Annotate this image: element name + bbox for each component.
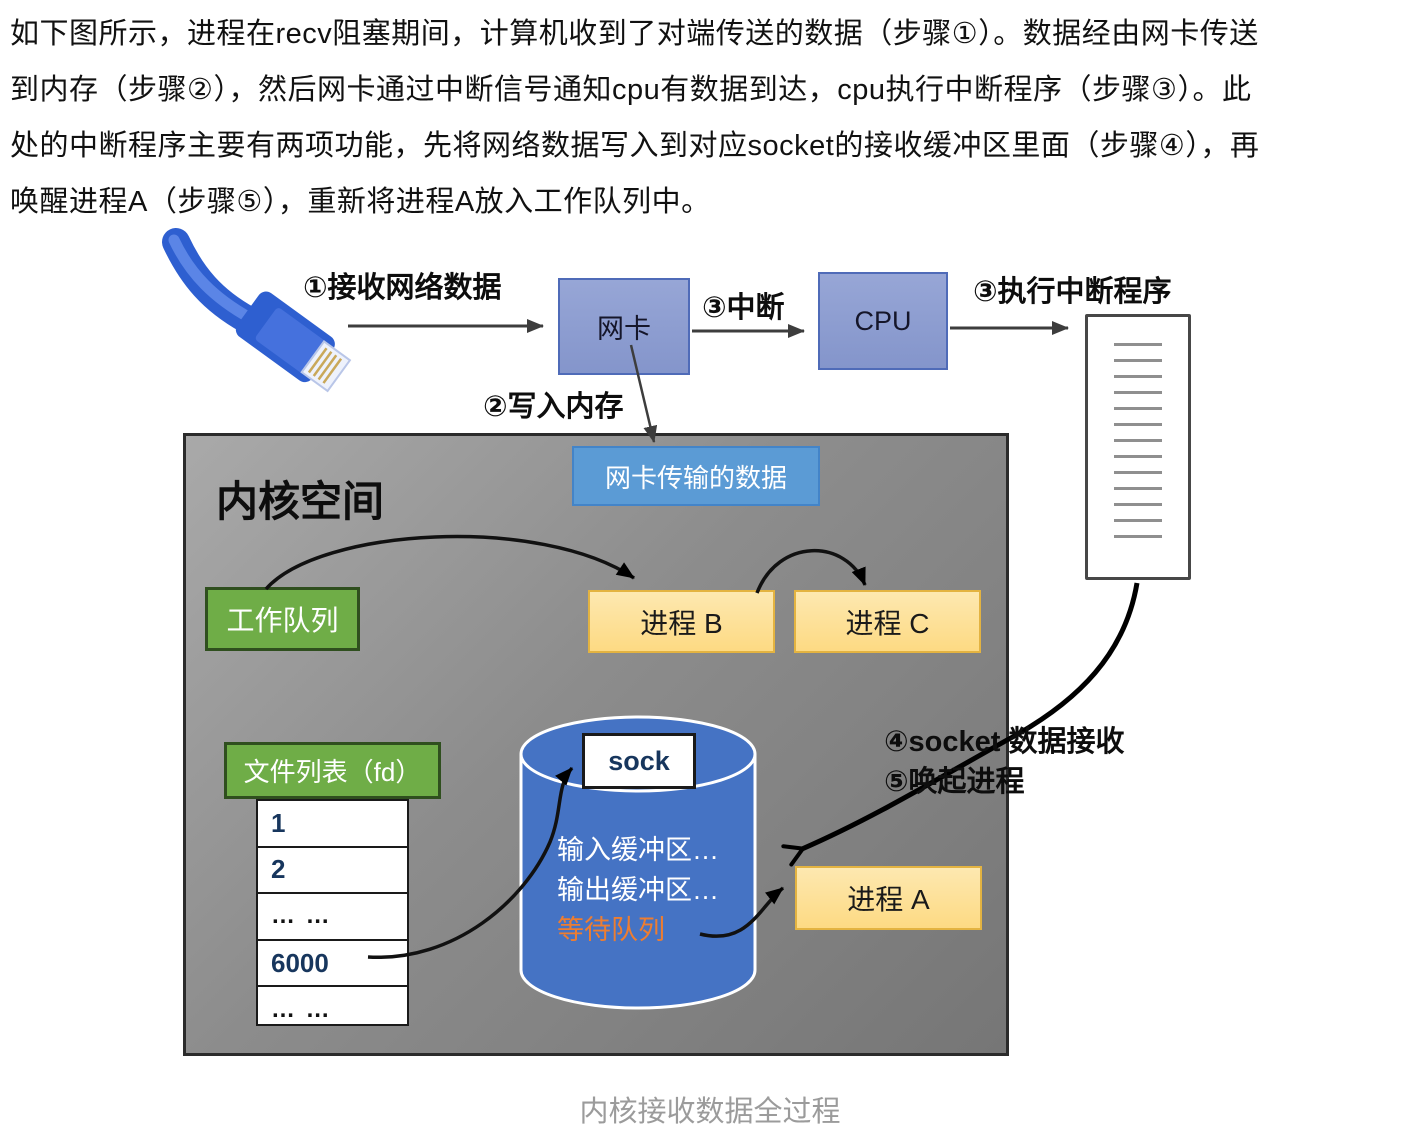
fd-row-6000: 6000 — [258, 938, 407, 986]
intro-paragraph: 如下图所示，进程在recv阻塞期间，计算机收到了对端传送的数据（步骤①）。数据经… — [10, 6, 1414, 230]
fd-row-1: 1 — [271, 807, 286, 838]
kernel-space-title: 内核空间 — [216, 478, 385, 525]
input-buffer-label: 输入缓冲区… — [557, 835, 719, 865]
fd-row-2: 2 — [258, 845, 407, 893]
nic-data-label: 网卡传输的数据 — [604, 462, 787, 493]
sock-box: sock — [582, 733, 696, 789]
cpu-box: CPU — [818, 272, 948, 370]
cpu-label: CPU — [854, 305, 912, 336]
step5-label: ⑤唤起进程 — [884, 766, 1025, 798]
process-a-box: 进程 A — [795, 866, 982, 930]
process-b-box: 进程 B — [588, 590, 775, 653]
fd-row-dots: … … — [258, 892, 407, 939]
figure-caption: 内核接收数据全过程 — [579, 1096, 841, 1128]
nic-label: 网卡 — [597, 314, 651, 344]
process-c-box: 进程 C — [794, 590, 981, 653]
intro-line-4: 唤醒进程A（步骤⑤），重新将进程A放入工作队列中。 — [10, 186, 711, 218]
step3-interrupt-label: ③中断 — [702, 292, 785, 324]
fd-list-title-box: 文件列表（fd） — [224, 742, 441, 799]
step4-label: ④socket 数据接收 — [884, 726, 1125, 758]
rj45-clear-tip — [300, 340, 352, 393]
code-lines-icon — [1114, 343, 1162, 545]
nic-data-box: 网卡传输的数据 — [572, 446, 820, 506]
nic-box: 网卡 — [558, 278, 690, 375]
ethernet-cable-image — [162, 228, 352, 393]
step1-label: ①接收网络数据 — [303, 272, 502, 304]
interrupt-program-box — [1085, 314, 1191, 580]
output-buffer-label: 输出缓冲区… — [557, 875, 719, 905]
process-a-label: 进程 A — [847, 884, 930, 915]
work-queue-label: 工作队列 — [226, 605, 339, 636]
intro-line-1: 如下图所示，进程在recv阻塞期间，计算机收到了对端传送的数据（步骤①）。数据经… — [10, 18, 1259, 50]
intro-line-3: 处的中断程序主要有两项功能，先将网络数据写入到对应socket的接收缓冲区里面（… — [10, 130, 1260, 162]
step2-label: ②写入内存 — [483, 391, 624, 423]
wait-queue-label: 等待队列 — [557, 915, 665, 945]
intro-line-2: 到内存（步骤②），然后网卡通过中断信号通知cpu有数据到达，cpu执行中断程序（… — [10, 74, 1252, 106]
process-c-label: 进程 C — [845, 607, 930, 639]
sock-label: sock — [608, 745, 670, 776]
socket-buffer-list: 输入缓冲区… 输出缓冲区… 等待队列 — [557, 830, 719, 950]
fd-table: 1 2 … … 6000 … … — [256, 799, 409, 1026]
fd-list-title-label: 文件列表（fd） — [243, 757, 422, 787]
process-b-label: 进程 B — [640, 607, 723, 639]
work-queue-box: 工作队列 — [205, 587, 360, 651]
step3-exec-label: ③执行中断程序 — [973, 276, 1172, 308]
fd-row-dots: … … — [258, 985, 407, 1032]
